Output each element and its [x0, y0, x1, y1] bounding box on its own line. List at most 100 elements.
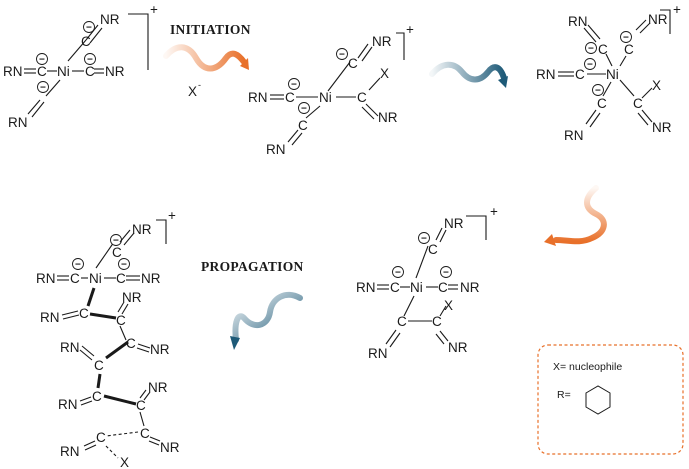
label-nr: NR [448, 340, 468, 355]
label-c: C [438, 280, 448, 295]
label-ni: Ni [606, 67, 619, 82]
label-rn: RN [356, 280, 376, 295]
label-rn: RN [536, 67, 556, 82]
nucleophile-charge: - [198, 80, 201, 90]
label-rn: RN [568, 14, 588, 29]
charge: + [490, 204, 498, 219]
svg-text:−: − [39, 55, 45, 66]
complex-5-polymer: − C NR + RN C − Ni C − NR RN C C NR C [36, 208, 180, 469]
nucleophile-x: X [188, 84, 197, 99]
label-rn: RN [40, 310, 60, 325]
label-nr: NR [444, 216, 464, 231]
label-x: X [652, 78, 661, 93]
svg-text:−: − [113, 236, 119, 247]
label-rn: RN [60, 340, 80, 355]
label-rn: RN [3, 64, 23, 79]
addition-arrow-2 [553, 185, 607, 245]
label-c: C [428, 242, 438, 257]
label-nr: NR [648, 12, 668, 27]
addition-arrow-1 [429, 61, 507, 83]
label-c: C [37, 64, 47, 79]
complex-1: NR C − RN C − Ni C − NR − RN + [3, 2, 158, 130]
complex-3: RN − C NR − C + RN C − Ni C X NR − C RN [536, 2, 681, 143]
legend-r-definition: R= [557, 389, 571, 401]
label-nr: NR [372, 34, 392, 49]
label-c: C [598, 42, 608, 57]
label-c: C [94, 358, 104, 373]
label-c: C [136, 398, 146, 413]
label-c: C [70, 271, 80, 286]
label-nr: NR [160, 440, 180, 455]
charge: + [150, 2, 158, 17]
label-ni: Ni [319, 90, 332, 105]
legend-x-definition: X= nucleophile [553, 361, 622, 373]
label-nr: NR [148, 380, 168, 395]
svg-text:−: − [339, 50, 345, 61]
label-ni: Ni [89, 271, 102, 286]
charge: + [406, 22, 414, 37]
label-c: C [357, 90, 367, 105]
propagation-arrow [232, 291, 303, 343]
label-c: C [397, 314, 407, 329]
label-c: C [140, 426, 150, 441]
svg-text:−: − [421, 234, 427, 245]
svg-text:−: − [121, 260, 127, 271]
label-rn: RN [266, 142, 286, 157]
svg-text:−: − [395, 268, 401, 279]
cyclohexyl-icon [585, 385, 611, 415]
svg-text:−: − [623, 33, 629, 44]
label-nr: NR [122, 290, 142, 305]
label-c: C [597, 96, 607, 111]
label-c: C [116, 313, 126, 328]
label-rn: RN [248, 90, 268, 105]
svg-text:−: − [40, 83, 46, 94]
complex-4: − C NR + RN C − Ni C − NR C C X RN NR [356, 204, 498, 361]
label-nr: NR [378, 110, 398, 125]
charge: + [673, 2, 681, 17]
label-c: C [575, 67, 585, 82]
label-c: C [96, 430, 106, 445]
svg-text:−: − [588, 44, 594, 55]
label-rn: RN [8, 115, 28, 130]
label-c: C [81, 34, 91, 49]
label-rn: RN [58, 397, 78, 412]
propagation-label: PROPAGATION [201, 259, 304, 274]
label-x: X [444, 298, 453, 313]
label-c: C [624, 42, 634, 57]
label-nr: NR [105, 64, 125, 79]
legend-box: X= nucleophile R= [537, 344, 684, 455]
label-c: C [116, 271, 126, 286]
label-rn: RN [60, 444, 80, 459]
label-nr: NR [132, 222, 152, 237]
svg-text:−: − [87, 55, 93, 66]
label-x: X [120, 455, 129, 469]
label-c: C [112, 245, 122, 260]
label-x: X [380, 66, 389, 81]
label-c: C [285, 90, 295, 105]
label-nr: NR [652, 120, 672, 135]
label-nr: NR [460, 280, 480, 295]
svg-text:−: − [443, 268, 449, 279]
svg-text:−: − [291, 80, 297, 91]
label-c: C [390, 280, 400, 295]
label-c: C [92, 389, 102, 404]
charge: + [168, 208, 176, 223]
initiation-label: INITIATION [170, 22, 251, 37]
label-nr: NR [100, 12, 120, 27]
label-c: C [85, 64, 95, 79]
label-c: C [633, 96, 643, 111]
label-c: C [432, 314, 442, 329]
label-c: C [126, 336, 136, 351]
label-rn: RN [564, 128, 584, 143]
svg-text:−: − [595, 86, 601, 97]
svg-text:−: − [301, 104, 307, 115]
label-ni: Ni [57, 64, 70, 79]
label-ni: Ni [410, 280, 423, 295]
label-c: C [348, 56, 358, 71]
complex-2: C − NR + RN C − Ni C X NR − C RN [248, 22, 414, 157]
label-nr: NR [141, 271, 161, 286]
label-c: C [79, 306, 89, 321]
label-nr: NR [150, 342, 170, 357]
